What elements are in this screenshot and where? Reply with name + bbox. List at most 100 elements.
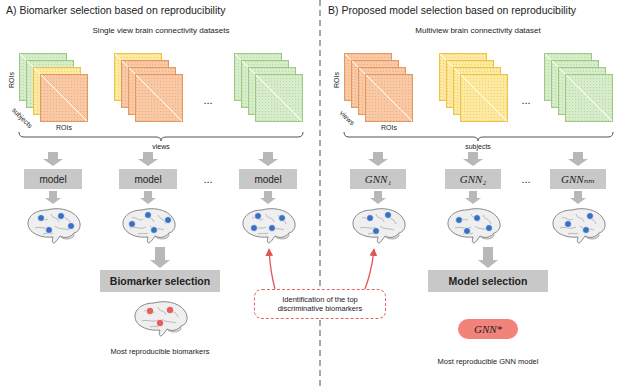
block-arrow <box>140 191 156 204</box>
brain <box>448 209 500 243</box>
matrix-stack <box>345 54 413 122</box>
panel-title: B) Proposed model selection based on rep… <box>328 5 576 17</box>
box-text: GNN* <box>474 323 502 335</box>
callout-arrow <box>269 249 275 289</box>
panel-title: A) Biomarker selection based on reproduc… <box>6 5 225 17</box>
gnn-box: GNN₂ <box>445 169 501 189</box>
box-text: Biomarker selection <box>110 275 210 287</box>
brain <box>123 209 175 243</box>
brain-shape <box>448 209 500 243</box>
block-arrow <box>465 191 481 204</box>
brain <box>353 209 405 243</box>
callout-arrow <box>365 249 374 289</box>
panel-separator <box>320 0 321 386</box>
matrix <box>256 75 303 122</box>
brace-label: views <box>152 143 170 151</box>
gnn-box: GNNₙₘ <box>550 169 606 189</box>
biomarker-dot <box>583 227 590 234</box>
selection-box: Model selection <box>428 270 548 292</box>
ellipsis: ... <box>521 94 530 106</box>
biomarker-dot <box>46 227 53 234</box>
block-arrow <box>570 191 586 204</box>
biomarker-dot <box>145 212 152 219</box>
model-box: model <box>119 169 177 189</box>
block-arrow <box>568 152 588 166</box>
biomarker-dot <box>486 225 493 232</box>
brain-shape <box>353 209 405 243</box>
biomarker-dot <box>58 213 65 220</box>
gnn-box: GNN₁ <box>350 169 406 189</box>
brain-shape <box>123 209 175 243</box>
biomarker-dot <box>156 319 164 327</box>
biomarker-dot <box>367 215 374 222</box>
biomarker-dot <box>279 215 286 222</box>
biomarker-dot <box>269 225 276 232</box>
matrix <box>366 75 413 122</box>
box-text: Model selection <box>449 275 528 287</box>
axis-label: subjects <box>10 106 34 130</box>
block-arrow <box>138 152 158 166</box>
biomarker-dot <box>456 217 463 224</box>
biomarker-dot <box>251 225 258 232</box>
biomarker-dot <box>565 221 572 228</box>
brain-shape <box>243 209 295 243</box>
matrix <box>461 75 508 122</box>
brain <box>553 209 605 243</box>
biomarker-dot <box>165 217 172 224</box>
block-arrow <box>260 191 276 204</box>
result-caption: Most reproducible biomarkers <box>111 348 210 356</box>
matrix <box>41 75 88 122</box>
axis-label: ROIs <box>56 124 72 132</box>
brain-shape <box>28 209 80 243</box>
biomarker-dot <box>255 213 262 220</box>
ellipsis: ... <box>203 173 212 185</box>
block-arrow <box>43 152 63 166</box>
brace-label: subjects <box>465 143 491 151</box>
axis-label: ROIs <box>8 72 16 88</box>
brace <box>344 132 613 141</box>
block-arrow <box>368 152 388 166</box>
biomarker-dot <box>68 223 75 230</box>
block-arrow <box>150 247 170 268</box>
box-text: GNN₁ <box>365 173 391 185</box>
ellipsis: ... <box>521 173 530 185</box>
biomarker-dot <box>38 215 45 222</box>
biomarker-dot <box>587 213 594 220</box>
biomarker-dot <box>373 228 380 235</box>
matrix <box>136 75 183 122</box>
biomarker-dot <box>151 227 158 234</box>
matrix-stack <box>235 54 303 122</box>
biomarker-dot <box>146 307 154 315</box>
model-box: model <box>24 169 82 189</box>
box-text: GNN₂ <box>460 173 486 185</box>
callout-box: Identification of the top discriminative… <box>254 289 386 319</box>
box-text: model <box>39 174 66 185</box>
box-text: GNNₙₘ <box>561 173 595 186</box>
box-text: Identification of the top discriminative… <box>263 295 377 314</box>
block-arrow <box>258 152 278 166</box>
matrix <box>566 75 613 122</box>
best-model-box: GNN* <box>458 319 518 339</box>
model-box: model <box>239 169 297 189</box>
biomarker-dot <box>474 215 481 222</box>
block-arrow <box>45 191 61 204</box>
brain-shape <box>135 302 187 336</box>
biomarker-dot <box>385 212 392 219</box>
brain <box>135 302 187 336</box>
selection-box: Biomarker selection <box>100 270 220 292</box>
brace <box>19 132 303 141</box>
block-arrow <box>370 191 386 204</box>
axis-label: ROIs <box>333 72 341 88</box>
matrix-stack <box>545 54 613 122</box>
brain-shape <box>553 209 605 243</box>
biomarker-dot <box>166 306 174 314</box>
matrix-stack <box>115 54 183 122</box>
result-caption: Most reproducible GNN model <box>438 358 539 366</box>
brain <box>243 209 295 243</box>
axis-label: views <box>338 109 356 127</box>
matrix-stack <box>440 54 508 122</box>
matrix-stack <box>20 54 88 122</box>
biomarker-dot <box>129 221 136 228</box>
block-arrow <box>478 247 498 268</box>
